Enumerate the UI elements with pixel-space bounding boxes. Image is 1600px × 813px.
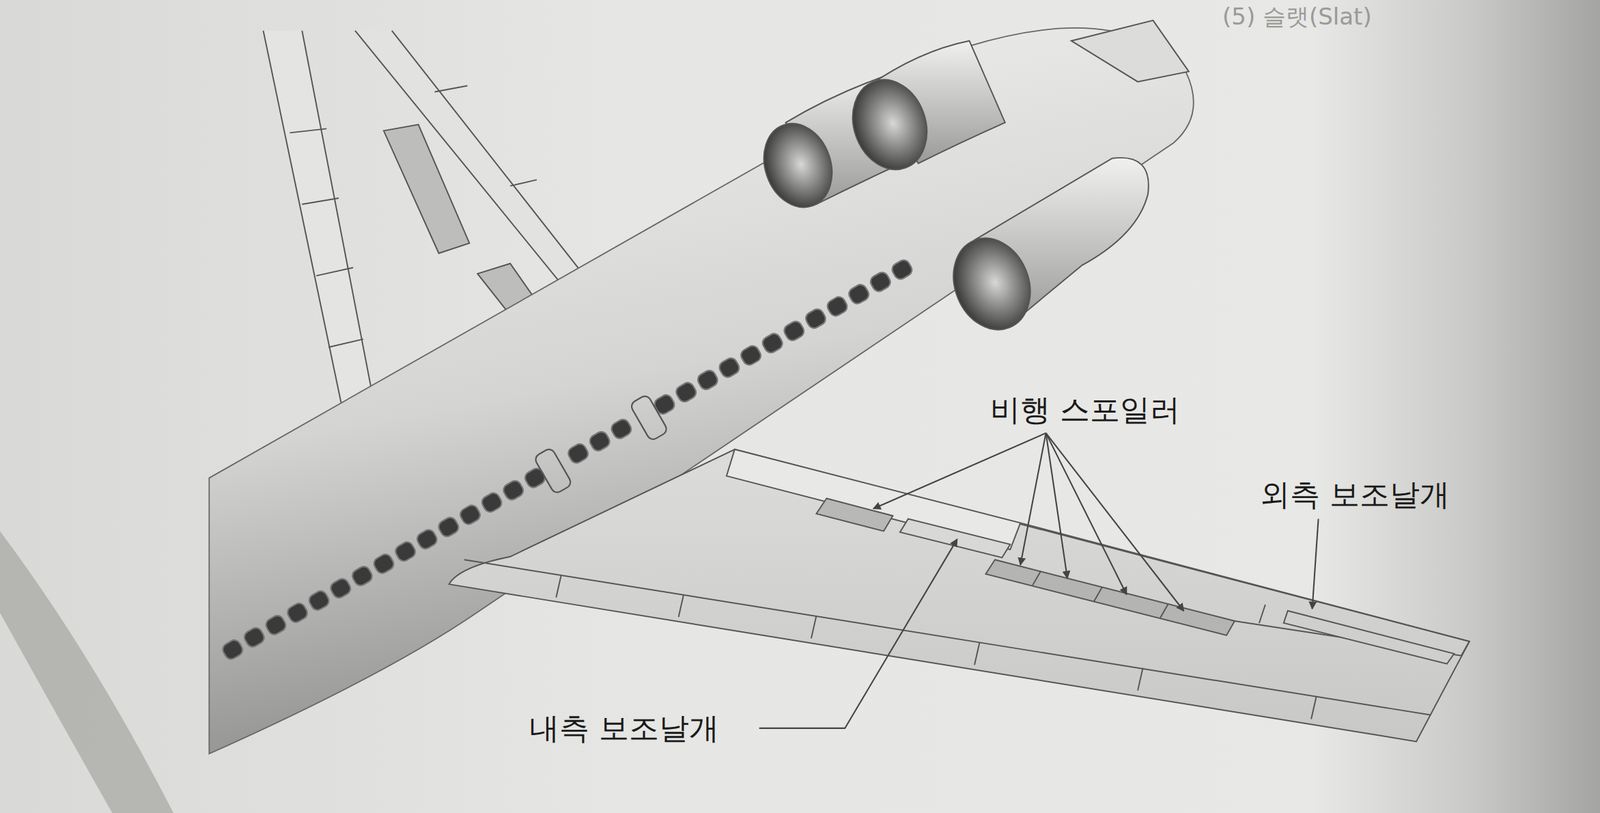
part-label: 비행 스포일러	[990, 391, 1181, 429]
window	[695, 368, 720, 392]
window	[458, 502, 483, 526]
window	[674, 380, 698, 404]
window	[738, 343, 763, 367]
window	[868, 270, 893, 294]
window	[609, 417, 634, 441]
window	[242, 625, 267, 649]
window	[285, 600, 310, 625]
window	[587, 429, 612, 453]
window	[480, 490, 504, 514]
window	[393, 539, 418, 563]
section-heading: (5) 슬랫(Slat)	[1222, 2, 1372, 31]
window	[652, 392, 677, 416]
window	[760, 331, 785, 355]
paper-shadow	[0, 530, 174, 813]
door	[533, 447, 573, 495]
window	[415, 527, 440, 551]
window	[307, 588, 332, 612]
window	[328, 576, 353, 600]
window	[824, 294, 849, 318]
window	[350, 564, 375, 588]
window	[781, 318, 806, 343]
window	[846, 282, 871, 306]
window	[371, 551, 396, 575]
window	[523, 466, 547, 490]
near-wing	[448, 449, 1469, 742]
engines	[752, 20, 1189, 342]
part-label: 외측 보조날개	[1259, 476, 1450, 513]
window	[803, 306, 828, 330]
door	[629, 394, 669, 442]
leader-lines	[759, 432, 1319, 728]
part-label: 내측 보조날개	[529, 710, 720, 747]
window	[220, 637, 245, 662]
window	[566, 441, 591, 466]
window	[717, 355, 741, 380]
window	[263, 613, 288, 637]
window	[501, 478, 526, 502]
window	[436, 514, 461, 539]
window	[889, 258, 914, 282]
